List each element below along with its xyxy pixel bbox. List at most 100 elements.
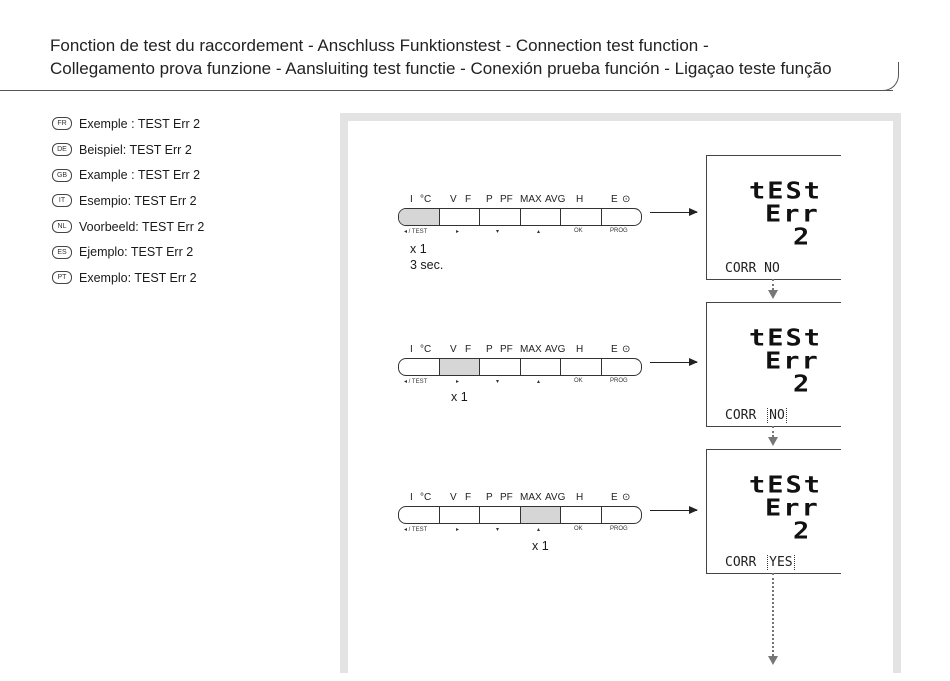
keypad-step-2: I °C V F P PF MAX AVG H E ⊙ ◂ / TEST ▸ ▾… (398, 344, 642, 386)
corr-label: CORR (725, 555, 757, 570)
key-label: PF (500, 194, 513, 205)
key-up[interactable] (521, 359, 561, 375)
key-label: AVG (545, 344, 566, 355)
key-prog[interactable] (602, 507, 642, 523)
lcd-line-1: tESt (749, 325, 823, 352)
key-sublabel: ◂ / TEST (404, 229, 428, 235)
keypad-bar (398, 208, 642, 226)
key-sublabel: ▸ (456, 229, 460, 235)
key-left-test[interactable] (399, 209, 440, 225)
lcd-line-1: tESt (749, 178, 823, 205)
press-count: x 1 (532, 539, 549, 553)
key-up[interactable] (521, 209, 561, 225)
key-sublabel: ▴ (537, 379, 541, 385)
key-sublabel: ▾ (496, 379, 500, 385)
key-up[interactable] (520, 507, 561, 523)
lcd-display-step-1: tESt Err 2 CORR NO (706, 155, 841, 280)
key-label: MAX (520, 194, 542, 205)
key-left-test[interactable] (399, 507, 440, 523)
language-item: DE Beispiel: TEST Err 2 (52, 137, 204, 163)
language-code-badge: GB (52, 168, 72, 182)
key-sublabel: ▸ (456, 379, 460, 385)
key-down[interactable] (480, 507, 521, 523)
key-sublabel: PROG (610, 228, 628, 234)
language-item: NL Voorbeeld: TEST Err 2 (52, 214, 204, 240)
keypad-bottom-labels: ◂ / TEST ▸ ▾ ▴ OK PROG (398, 524, 642, 534)
language-code-badge: FR (52, 117, 72, 131)
key-label: AVG (545, 194, 566, 205)
key-ok[interactable] (561, 209, 602, 225)
lcd-corr-row: CORR NO (725, 408, 787, 423)
key-left-test[interactable] (399, 359, 440, 375)
key-down[interactable] (480, 359, 521, 375)
key-label: °C (420, 194, 432, 205)
press-count: x 1 (451, 390, 468, 404)
key-label: P (486, 492, 493, 503)
title-divider-curve (880, 62, 899, 91)
language-item: ES Ejemplo: TEST Err 2 (52, 239, 204, 265)
key-label: F (465, 344, 472, 355)
key-label: E (611, 492, 618, 503)
language-item: PT Exemplo: TEST Err 2 (52, 265, 204, 291)
language-item: FR Exemple : TEST Err 2 (52, 111, 204, 137)
keypad-bottom-labels: ◂ / TEST ▸ ▾ ▴ OK PROG (398, 376, 642, 386)
keypad-step-1: I °C V F P PF MAX AVG H E ⊙ ◂ / TEST ▸ ▾… (398, 194, 642, 236)
key-down[interactable] (480, 209, 521, 225)
keypad-top-labels: I °C V F P PF MAX AVG H E ⊙ (398, 194, 642, 208)
lcd-line-3: 2 (793, 224, 812, 251)
lcd-line-3: 2 (793, 371, 812, 398)
key-prog[interactable] (602, 359, 642, 375)
language-code-badge: DE (52, 143, 72, 157)
key-right[interactable] (440, 507, 480, 523)
arrow-down-icon (768, 290, 778, 299)
lcd-line-1: tESt (749, 472, 823, 499)
arrow-right-icon (650, 506, 698, 514)
key-right[interactable] (439, 359, 480, 375)
key-ok[interactable] (561, 507, 602, 523)
corr-value-blinking: NO (767, 408, 787, 423)
language-code-badge: PT (52, 271, 72, 285)
keypad-step-3: I °C V F P PF MAX AVG H E ⊙ ◂ / TEST ▸ ▾… (398, 492, 642, 534)
lcd-corr-row: CORR YES (725, 555, 795, 570)
key-label: P (486, 344, 493, 355)
key-label: PF (500, 492, 513, 503)
language-item: IT Esempio: TEST Err 2 (52, 188, 204, 214)
corr-value: NO (764, 261, 780, 276)
key-label: V (450, 194, 457, 205)
key-prog[interactable] (602, 209, 642, 225)
key-label: F (465, 492, 472, 503)
flow-dotted-line (772, 426, 774, 437)
arrow-right-icon (650, 358, 698, 366)
key-sublabel: OK (574, 378, 583, 384)
key-sublabel: ▾ (496, 229, 500, 235)
key-label: °C (420, 492, 432, 503)
key-sublabel: ▸ (456, 527, 460, 533)
key-label: AVG (545, 492, 566, 503)
keypad-bar (398, 358, 642, 376)
key-label: F (465, 194, 472, 205)
clock-icon: ⊙ (622, 194, 631, 205)
press-instruction: x 1 3 sec. (410, 241, 443, 273)
lcd-line-2: Err (765, 495, 820, 522)
key-label: PF (500, 344, 513, 355)
press-count: x 1 (410, 242, 427, 256)
key-ok[interactable] (561, 359, 602, 375)
lcd-corr-row: CORR NO (725, 261, 780, 276)
press-instruction: x 1 (451, 389, 468, 405)
page-title: Fonction de test du raccordement - Ansch… (50, 34, 832, 80)
key-label: MAX (520, 492, 542, 503)
keypad-bar (398, 506, 642, 524)
press-instruction: x 1 (532, 538, 549, 554)
key-sublabel: ▾ (496, 527, 500, 533)
key-right[interactable] (440, 209, 480, 225)
language-code-badge: IT (52, 194, 72, 208)
arrow-right-icon (650, 208, 698, 216)
key-sublabel: ◂ / TEST (404, 527, 428, 533)
clock-icon: ⊙ (622, 492, 631, 503)
key-sublabel: PROG (610, 378, 628, 384)
key-label: V (450, 492, 457, 503)
language-example-text: Beispiel: TEST Err 2 (79, 142, 192, 157)
keypad-bottom-labels: ◂ / TEST ▸ ▾ ▴ OK PROG (398, 226, 642, 236)
language-example-text: Ejemplo: TEST Err 2 (79, 245, 194, 260)
key-label: H (576, 194, 584, 205)
